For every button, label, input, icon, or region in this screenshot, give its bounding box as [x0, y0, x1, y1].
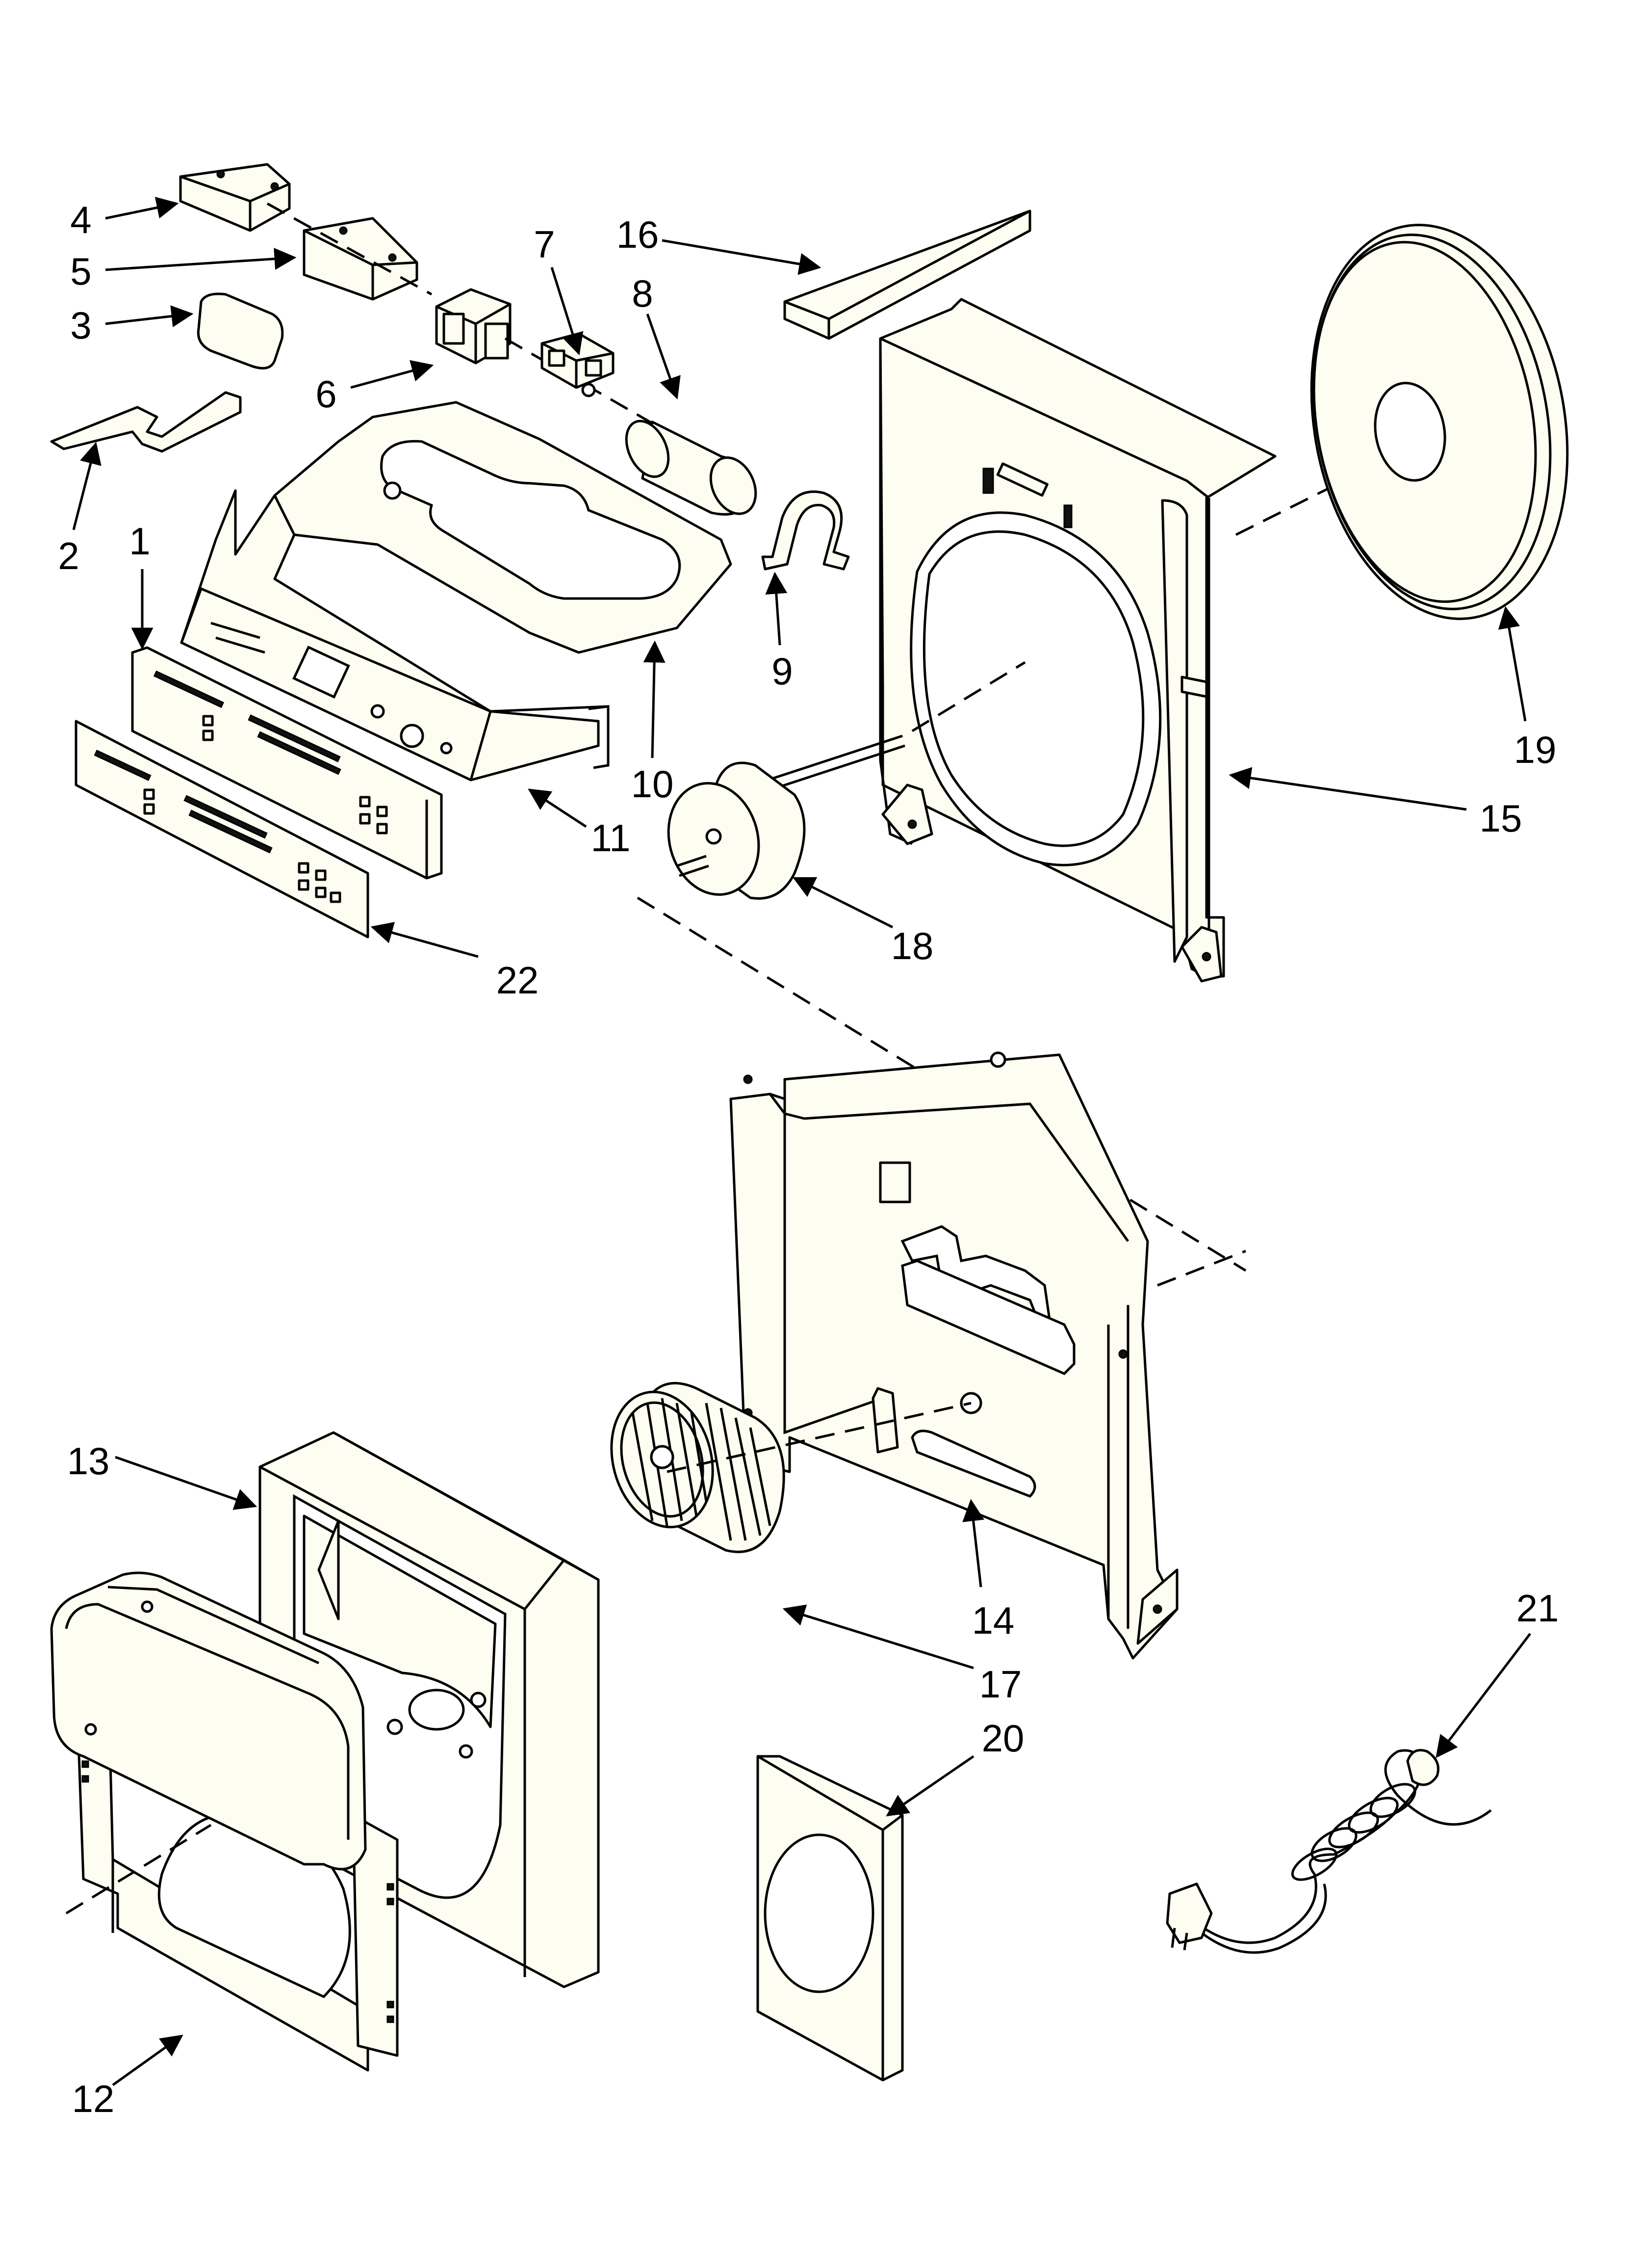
- part-9-strap: [761, 490, 850, 571]
- part-20-orifice-plate: [756, 1755, 904, 2082]
- part-11-control-bracket: [180, 489, 610, 782]
- leader-17: [782, 1604, 974, 1669]
- part-12-front-frame: [50, 1571, 399, 2072]
- leader-22: [370, 922, 479, 958]
- callout-10: 10: [631, 762, 674, 806]
- callout-12: 12: [72, 2077, 115, 2120]
- part-18-motor: [667, 734, 905, 900]
- leader-4: [105, 197, 179, 220]
- callout-18: 18: [891, 924, 934, 967]
- leader-3: [105, 305, 194, 327]
- part-22-overlay: [75, 720, 369, 938]
- callout-7: 7: [534, 223, 555, 266]
- part-4-block: [179, 163, 291, 232]
- part-3-gasket: [197, 292, 284, 370]
- callout-6: 6: [315, 372, 336, 416]
- callout-13: 13: [67, 1439, 110, 1483]
- part-15-shroud: [879, 298, 1277, 983]
- leader-10: [643, 640, 666, 758]
- callout-4: 4: [70, 198, 91, 241]
- part-10-control-housing: [273, 401, 732, 654]
- leader-14: [962, 1499, 984, 1588]
- leader-19: [1498, 606, 1527, 722]
- callout-17: 17: [979, 1663, 1022, 1706]
- callout-11: 11: [591, 816, 631, 860]
- leader-12: [112, 2034, 183, 2086]
- leader-20: [886, 1755, 975, 1817]
- leader-13: [115, 1456, 257, 1510]
- part-19-wheel: [1310, 224, 1569, 620]
- leader-2: [72, 442, 102, 530]
- callout-leaders: [72, 197, 1531, 2086]
- leader-15: [1229, 767, 1467, 811]
- part-16-seal-strip: [783, 209, 1031, 340]
- callout-15: 15: [1480, 797, 1522, 840]
- leader-16: [662, 239, 821, 275]
- leader-7: [550, 267, 584, 356]
- callout-1: 1: [129, 520, 150, 563]
- callout-14: 14: [972, 1599, 1015, 1642]
- part-21-power-cord: [1166, 1749, 1492, 1954]
- part-8-capacitor: [625, 419, 757, 516]
- callout-5: 5: [70, 250, 91, 293]
- leader-18: [792, 877, 894, 929]
- leader-8: [646, 313, 681, 400]
- callout-19: 19: [1514, 728, 1557, 771]
- leader-6: [350, 360, 434, 389]
- part-2-bracket: [50, 391, 242, 453]
- callout-labels: 1 2 3 4 5 6 7 8 9 10 11 12 13 14 15 16 1…: [58, 198, 1559, 2120]
- leader-9: [765, 572, 788, 646]
- part-17-blower-wheel: [610, 1382, 785, 1553]
- callout-21: 21: [1516, 1587, 1559, 1630]
- part-14-partition: [729, 1051, 1179, 1660]
- callout-8: 8: [632, 272, 653, 315]
- callout-16: 16: [616, 213, 659, 256]
- leader-5: [105, 248, 297, 271]
- callout-22: 22: [496, 959, 539, 1002]
- callout-2: 2: [58, 534, 79, 577]
- part-6-transformer: [435, 288, 512, 365]
- part-5-block: [303, 217, 418, 301]
- part-7-relay: [540, 332, 615, 397]
- callout-3: 3: [70, 304, 91, 347]
- callout-20: 20: [982, 1717, 1025, 1760]
- leader-21: [1436, 1633, 1531, 1758]
- leader-11: [528, 788, 587, 828]
- callout-9: 9: [771, 650, 793, 693]
